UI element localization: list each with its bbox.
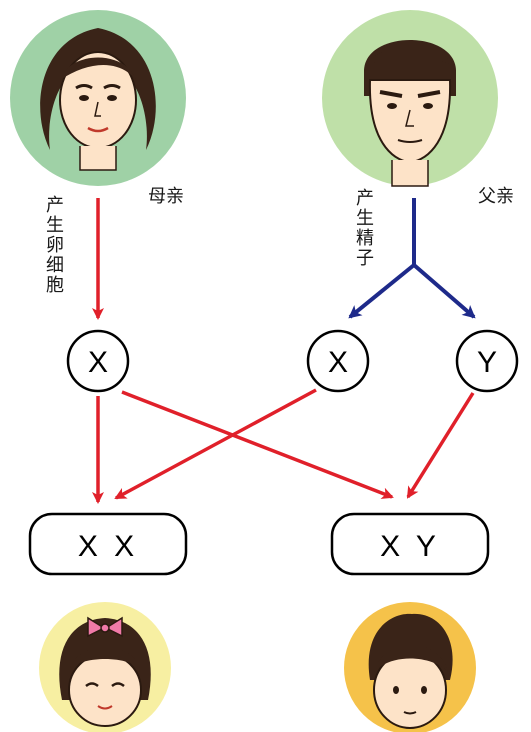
daughter-genotype-box: X X: [28, 512, 188, 576]
father-label: 父亲: [478, 186, 514, 207]
son-genotype-label: X Y: [380, 530, 440, 563]
egg-x-circle: X: [66, 329, 130, 393]
daughter-portrait-icon: [39, 602, 171, 732]
son-portrait-icon: [344, 602, 476, 732]
daughter-genotype-label: X X: [78, 530, 138, 563]
father-portrait-icon: [322, 10, 498, 187]
produce-egg-label: 产生卵细胞: [43, 195, 64, 295]
sperm-y-label: Y: [477, 346, 497, 379]
mother-portrait-icon: [10, 10, 186, 186]
sperm-x-circle: X: [306, 329, 370, 393]
son-genotype-box: X Y: [330, 512, 490, 576]
produce-sperm-label: 产生精子: [353, 188, 374, 268]
egg-x-label: X: [88, 346, 108, 379]
sperm-arrows: [348, 198, 476, 319]
mother-label: 母亲: [148, 186, 184, 207]
fertilization-arrows: [92, 388, 475, 504]
sperm-y-circle: Y: [455, 329, 519, 393]
sperm-x-label: X: [328, 346, 348, 379]
